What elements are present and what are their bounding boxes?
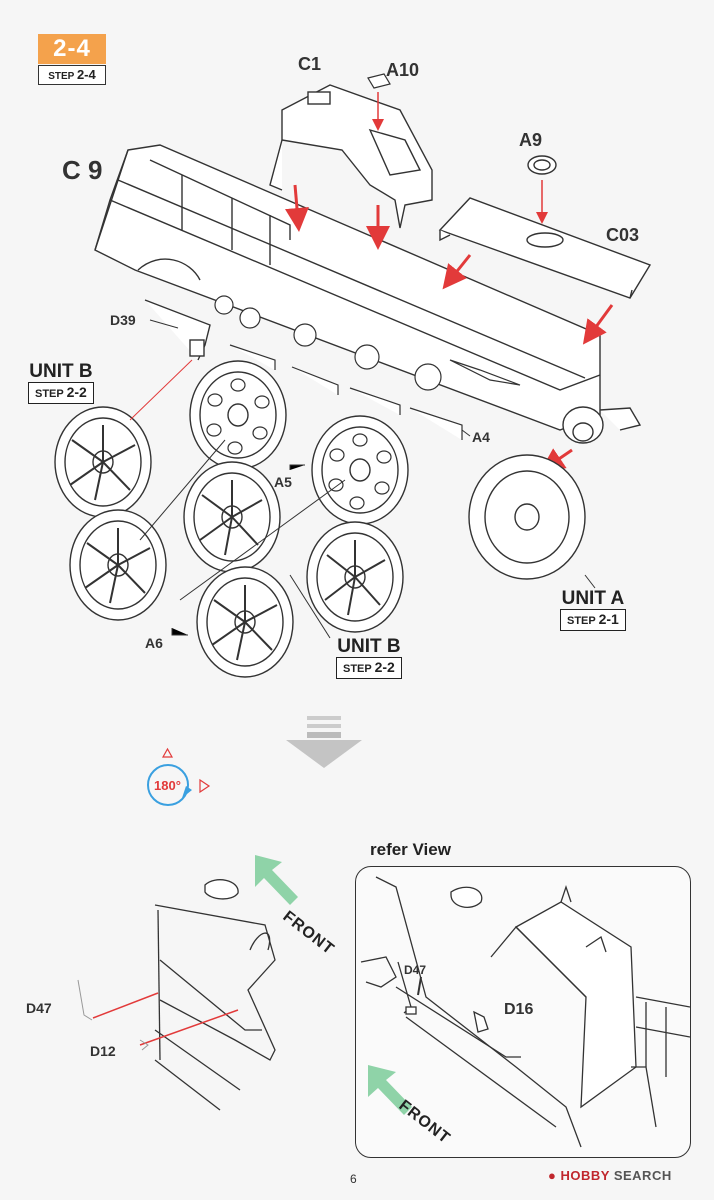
label-c1: C1 — [298, 54, 322, 74]
step-badge: 2-4 STEP 2-4 — [38, 34, 106, 85]
label-a4: A4 — [472, 429, 490, 445]
front-arrow-main — [255, 855, 298, 905]
refer-view-drawing — [360, 876, 690, 1148]
logo-icon: ● — [548, 1168, 557, 1183]
part-a10 — [367, 73, 391, 89]
suspension-arms — [214, 295, 521, 440]
hull-underside-view — [154, 879, 276, 1111]
part-d47-faint — [77, 979, 149, 1051]
refer-view-title: refer View — [370, 840, 451, 859]
assembly-arrows — [285, 92, 614, 472]
label-d47: D47 — [26, 1000, 52, 1016]
lower-red-leaders — [92, 992, 239, 1046]
part-c03 — [438, 197, 652, 299]
part-c1 — [269, 84, 433, 229]
label-d39: D39 — [110, 312, 136, 328]
label-a5: A5 — [274, 474, 292, 490]
label-d16: D16 — [504, 1001, 534, 1018]
label-a9: A9 — [519, 130, 543, 150]
label-c9: C 9 — [62, 155, 103, 185]
label-d12: D12 — [90, 1043, 116, 1059]
leader-lines — [129, 319, 596, 639]
rotate-180-label: 180° — [154, 778, 181, 793]
wheel-holes — [206, 378, 392, 510]
hull-c9 — [94, 144, 601, 431]
wheel-spokes — [69, 425, 386, 661]
label-d47-refer: D47 — [404, 963, 427, 977]
rotate-180-icon — [147, 747, 211, 806]
part-d39 — [144, 299, 211, 361]
unit-b-bottom: UNIT B STEP 2-2 — [336, 637, 402, 679]
label-a10: A10 — [386, 60, 420, 80]
label-c03: C03 — [606, 225, 640, 245]
step-number: 2-4 — [38, 34, 106, 64]
idler-mount — [562, 406, 642, 444]
refer-view-panel: D47 D16 FRONT — [355, 866, 691, 1158]
label-a6: A6 — [145, 635, 163, 651]
unit-a: UNIT A STEP 2-1 — [560, 589, 626, 631]
brand-logo: ● HOBBY SEARCH — [548, 1168, 672, 1183]
part-a9 — [527, 155, 557, 175]
unit-b-left: UNIT B STEP 2-2 — [28, 362, 94, 404]
front-arrow-refer — [368, 1065, 412, 1115]
step-ref: STEP 2-4 — [38, 65, 106, 85]
down-arrow-icon — [286, 716, 362, 768]
page-number: 6 — [350, 1172, 357, 1186]
